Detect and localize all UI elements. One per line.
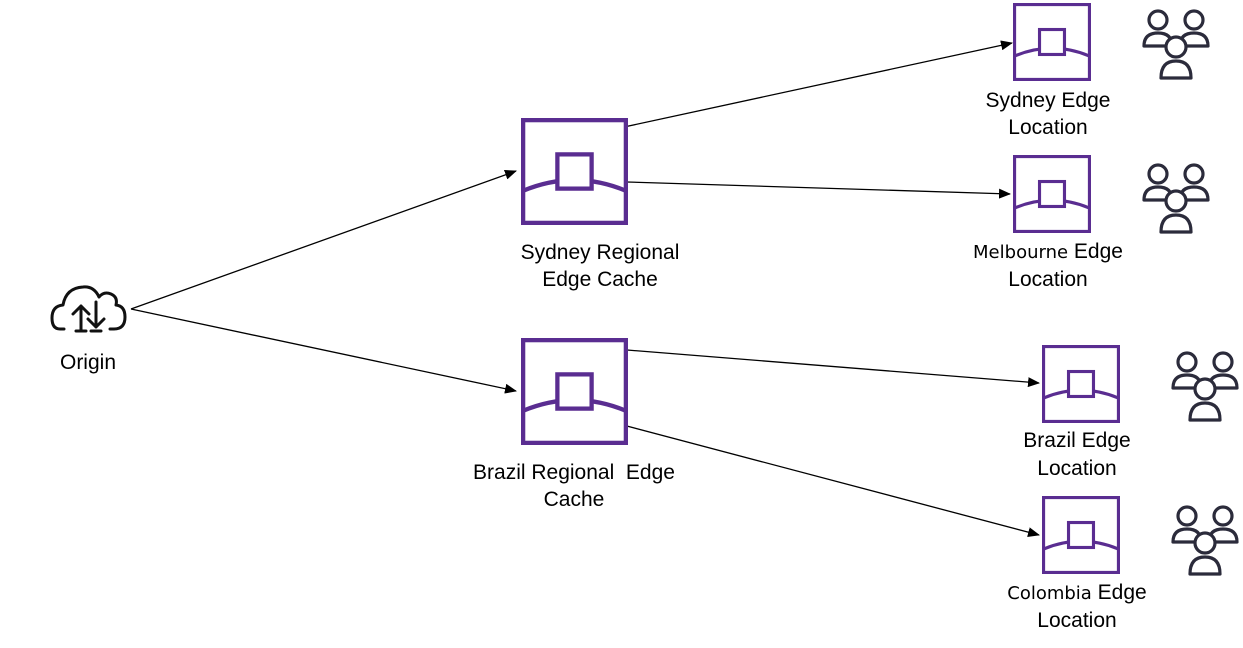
edge-location-label-line2: Location xyxy=(1008,268,1087,291)
edge-location-label-line1: Brazil Edge xyxy=(1023,429,1130,452)
edge-location-colombia: Colombia Edge Location xyxy=(1007,496,1239,632)
regional-cache-brazil: Brazil Regional Edge Cache xyxy=(473,340,675,511)
edge-sydney-regional-to-melbourne-edge xyxy=(626,181,1011,199)
edge-location-brazil: Brazil Edge Location xyxy=(1023,345,1239,480)
edge-cache-icon xyxy=(523,340,626,443)
edge-location-icon xyxy=(1042,345,1120,423)
connections xyxy=(130,40,1040,538)
edge-location-sydney: Sydney Edge Location xyxy=(986,3,1210,139)
regional-cache-label-line1: Brazil Regional Edge xyxy=(473,461,675,484)
edge-cache-icon xyxy=(523,120,626,223)
edge-origin-to-brazil-regional xyxy=(130,308,517,394)
regional-cache-label-line1: Sydney Regional xyxy=(521,241,680,264)
edge-location-melbourne: Melbourne Edge Location xyxy=(973,155,1210,291)
users-group-icon xyxy=(1142,163,1210,234)
edge-location-label-line1: Melbourne Edge xyxy=(973,240,1123,263)
edge-brazil-regional-to-colombia-edge xyxy=(622,424,1040,538)
edge-sydney-regional-to-sydney-edge xyxy=(623,40,1013,128)
edge-origin-to-sydney-regional xyxy=(130,170,517,310)
edge-brazil-regional-to-brazil-edge xyxy=(626,349,1040,388)
edge-location-icon xyxy=(1013,3,1091,81)
origin-label: Origin xyxy=(60,351,116,374)
edge-location-label-line1: Colombia Edge xyxy=(1007,581,1146,604)
origin-node: Origin xyxy=(50,285,127,374)
edge-location-label-line2: Location xyxy=(1008,116,1087,139)
regional-cache-label-line2: Edge Cache xyxy=(542,268,658,291)
edge-location-icon xyxy=(1013,155,1091,233)
users-group-icon xyxy=(1171,351,1239,422)
users-group-icon xyxy=(1142,9,1210,80)
edge-location-label-line2: Location xyxy=(1037,609,1116,632)
edge-location-label-line2: Location xyxy=(1037,457,1116,480)
regional-cache-label-line2: Cache xyxy=(544,488,605,511)
edge-location-label-line1: Sydney Edge xyxy=(986,89,1111,112)
edge-location-icon xyxy=(1042,496,1120,574)
users-group-icon xyxy=(1171,505,1239,576)
regional-cache-sydney: Sydney Regional Edge Cache xyxy=(521,120,680,291)
cloud-upload-download-icon xyxy=(50,285,127,333)
